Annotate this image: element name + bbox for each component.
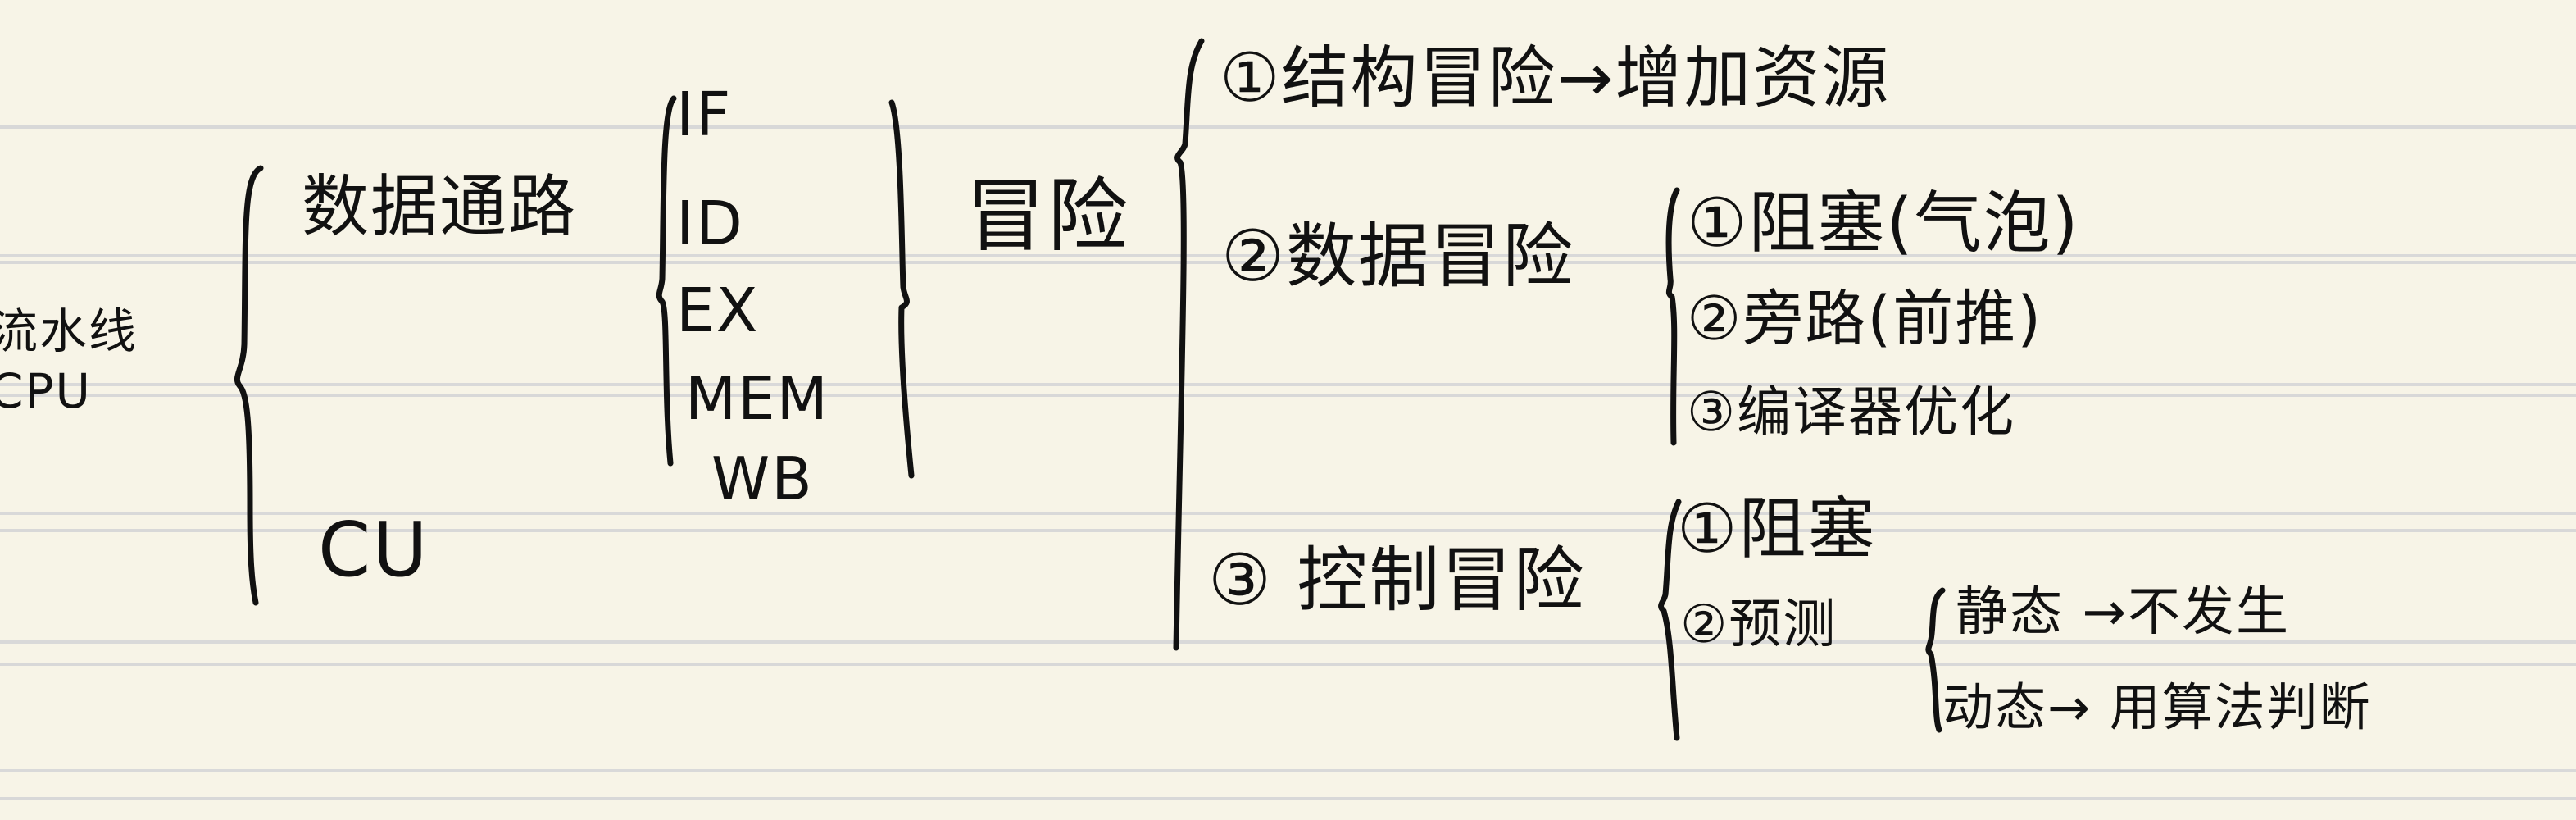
ruled-line [0, 125, 2576, 129]
data-solution-compiler: ③编译器优化 [1687, 380, 2016, 444]
control-hazard: ③ 控制冒险 [1208, 540, 1586, 622]
datapath-label: 数据通路 [302, 168, 578, 246]
stage-id: ID [676, 189, 744, 259]
cu-label: CU [318, 506, 429, 594]
data-hazard-bracket [1665, 187, 1680, 446]
ruled-line [0, 797, 2576, 800]
control-solution-stall: ①阻塞 [1677, 490, 1877, 568]
control-hazard-bracket [1658, 499, 1682, 741]
stage-wb: WB [711, 444, 814, 513]
stage-ex: EX [676, 276, 760, 346]
prediction-bracket [1925, 587, 1946, 733]
stage-if: IF [676, 80, 733, 150]
ruled-line [0, 529, 2576, 532]
data-solution-forwarding: ②旁路(前推) [1687, 284, 2043, 354]
data-solution-stall: ①阻塞(气泡) [1687, 184, 2080, 262]
data-hazard: ②数据冒险 [1221, 216, 1575, 298]
ruled-line [0, 261, 2576, 264]
ruled-line [0, 394, 2576, 397]
hazard-label: 冒险 [965, 170, 1130, 263]
ruled-line [0, 663, 2576, 666]
root-bracket [234, 165, 264, 606]
stage-mem: MEM [685, 364, 829, 433]
prediction-static: 静态 →不发生 [1956, 582, 2290, 643]
control-solution-predict: ②预测 [1680, 594, 1838, 655]
structural-hazard: ①结构冒险→增加资源 [1220, 39, 1891, 117]
hazard-bracket [1173, 38, 1205, 651]
root-label: 流水线CPU [0, 303, 139, 419]
stages-close-bracket [888, 99, 915, 479]
prediction-dynamic: 动态→ 用算法判断 [1942, 677, 2372, 737]
stages-bracket [656, 95, 677, 467]
